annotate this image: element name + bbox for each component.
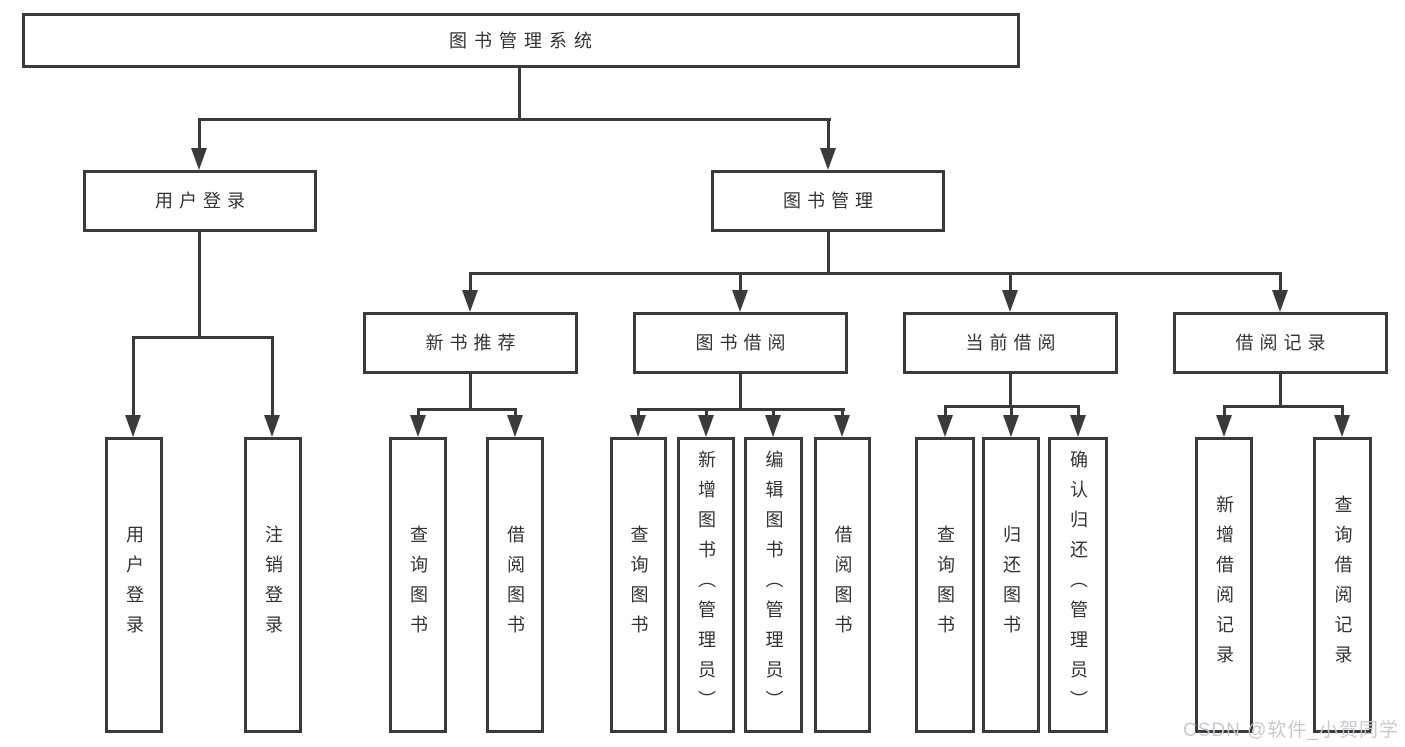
- node-label: 当前借阅: [965, 333, 1062, 353]
- arrowhead-icon: [191, 148, 207, 170]
- leaf-query-borrow-record: 查询借阅记录: [1313, 437, 1372, 733]
- connector-line: [1009, 374, 1012, 405]
- connector-line: [518, 66, 521, 118]
- leaf-label: 归还图书: [1001, 525, 1021, 645]
- connector-line: [271, 336, 274, 416]
- leaf-label: 借阅图书: [832, 525, 853, 645]
- leaf-borrow-book: 借阅图书: [814, 437, 871, 733]
- leaf-label: 注销登录: [263, 525, 283, 645]
- leaf-query-book: 查询图书: [610, 437, 667, 733]
- arrowhead-icon: [630, 415, 646, 437]
- connector-line: [739, 272, 742, 294]
- leaf-label: 确认归还（管理员）: [1068, 450, 1088, 720]
- arrowhead-icon: [1334, 415, 1350, 437]
- csdn-watermark: CSDN @软件_小贺同学: [1183, 720, 1399, 741]
- arrowhead-icon: [1070, 415, 1086, 437]
- arrowhead-icon: [820, 148, 836, 170]
- connector-line: [1279, 374, 1282, 405]
- leaf-logout: 注销登录: [244, 437, 302, 733]
- connector-line: [514, 408, 517, 418]
- node-library-management-system: 图书管理系统: [22, 13, 1020, 68]
- arrowhead-icon: [1216, 415, 1232, 437]
- connector-line: [944, 405, 947, 417]
- arrowhead-icon: [1272, 290, 1288, 312]
- leaf-label: 查询图书: [935, 525, 955, 645]
- connector-line: [1279, 272, 1282, 294]
- node-borrowing-records: 借阅记录: [1173, 312, 1388, 374]
- connector-line: [1223, 405, 1344, 408]
- arrowhead-icon: [698, 415, 714, 437]
- connector-line: [739, 374, 742, 408]
- connector-line: [198, 118, 201, 152]
- connector-line: [198, 232, 201, 336]
- node-user-login: 用户登录: [83, 170, 317, 232]
- connector-line: [637, 408, 845, 411]
- leaf-return-book: 归还图书: [982, 437, 1040, 733]
- connector-line: [198, 118, 831, 121]
- node-label: 借阅记录: [1235, 333, 1332, 353]
- leaf-edit-book-admin: 编辑图书（管理员）: [744, 437, 803, 733]
- connector-line: [417, 408, 420, 418]
- leaf-user-login: 用户登录: [105, 437, 163, 733]
- arrowhead-icon: [410, 415, 426, 437]
- node-label: 图书管理系统: [449, 30, 599, 51]
- leaf-query-book: 查询图书: [915, 437, 975, 733]
- arrowhead-icon: [765, 415, 781, 437]
- connector-line: [417, 408, 517, 411]
- arrowhead-icon: [937, 415, 953, 437]
- leaf-borrow-book: 借阅图书: [486, 437, 544, 733]
- arrowhead-icon: [125, 415, 141, 437]
- connector-line: [827, 118, 830, 152]
- connector-line: [772, 408, 775, 418]
- connector-line: [705, 408, 708, 418]
- leaf-label: 新增借阅记录: [1214, 495, 1234, 675]
- connector-line: [1341, 405, 1344, 417]
- arrowhead-icon: [1002, 290, 1018, 312]
- node-book-borrowing: 图书借阅: [633, 312, 848, 374]
- leaf-label: 用户登录: [124, 525, 144, 645]
- leaf-query-book: 查询图书: [389, 437, 447, 733]
- node-label: 用户登录: [155, 191, 251, 211]
- connector-line: [1223, 405, 1226, 417]
- arrowhead-icon: [1003, 415, 1019, 437]
- connector-line: [132, 336, 274, 339]
- connector-line: [469, 272, 472, 294]
- connector-line: [469, 272, 1282, 275]
- leaf-label: 借阅图书: [505, 525, 525, 645]
- leaf-add-book-admin: 新增图书（管理员）: [677, 437, 735, 733]
- arrowhead-icon: [462, 290, 478, 312]
- connector-line: [469, 374, 472, 408]
- leaf-label: 编辑图书（管理员）: [763, 450, 784, 720]
- arrowhead-icon: [732, 290, 748, 312]
- leaf-label: 查询借阅记录: [1332, 495, 1353, 675]
- connector-line: [1009, 272, 1012, 294]
- node-label: 图书借阅: [695, 333, 792, 353]
- node-new-book-recommendation: 新书推荐: [363, 312, 578, 374]
- arrowhead-icon: [834, 415, 850, 437]
- leaf-label: 查询图书: [408, 525, 428, 645]
- leaf-add-borrow-record: 新增借阅记录: [1195, 437, 1253, 733]
- connector-line: [827, 232, 830, 272]
- node-current-borrowing: 当前借阅: [903, 312, 1118, 374]
- node-book-management: 图书管理: [711, 170, 945, 232]
- connector-line: [637, 408, 640, 418]
- connector-line: [841, 408, 844, 418]
- leaf-label: 新增图书（管理员）: [696, 450, 716, 720]
- connector-line: [1077, 405, 1080, 417]
- connector-line: [132, 336, 135, 416]
- leaf-label: 查询图书: [628, 525, 649, 645]
- connector-line: [1010, 405, 1013, 417]
- arrowhead-icon: [507, 415, 523, 437]
- node-label: 图书管理: [783, 191, 879, 211]
- leaf-confirm-return-admin: 确认归还（管理员）: [1048, 437, 1108, 733]
- arrowhead-icon: [264, 415, 280, 437]
- node-label: 新书推荐: [425, 333, 522, 353]
